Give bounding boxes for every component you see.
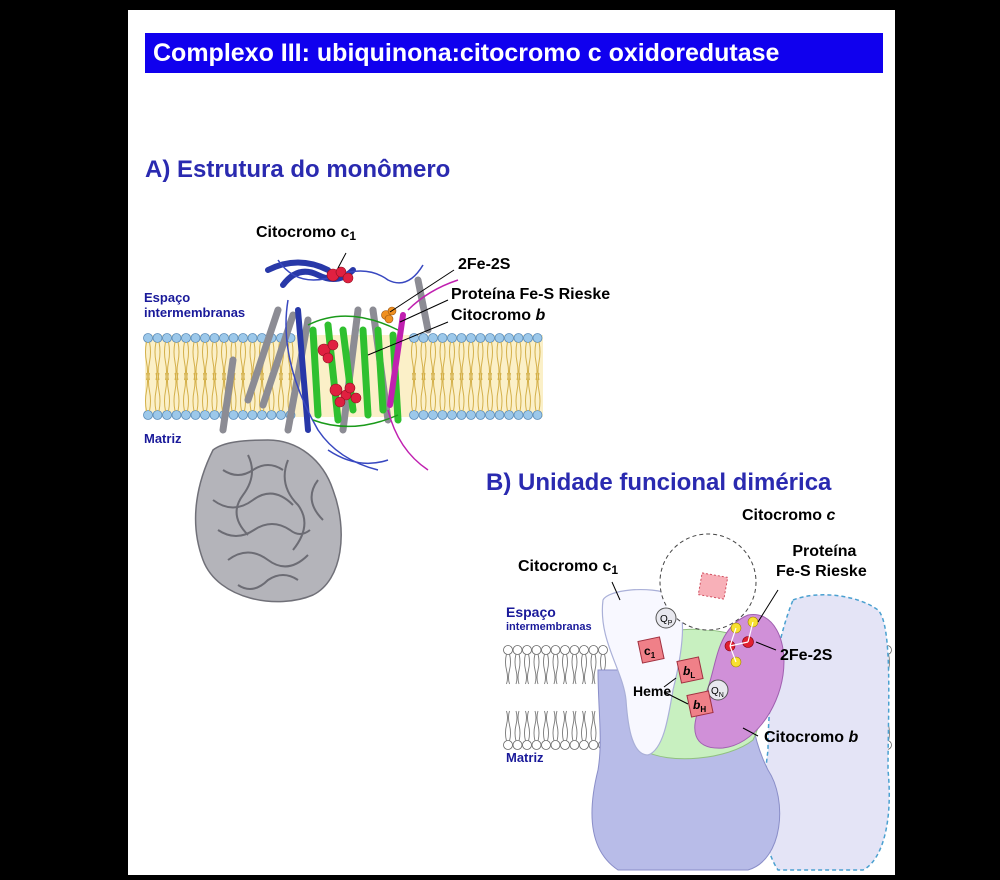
- label-b-cyt-b-italic: b: [848, 729, 859, 746]
- label-b-matriz: Matriz: [506, 750, 544, 765]
- label-a-cyt-b-italic: b: [535, 307, 546, 324]
- label-a-espaco: Espaço intermembranas: [144, 290, 245, 320]
- heading-b: B) Unidade funcional dimérica: [486, 469, 832, 496]
- heading-a: A) Estrutura do monômero: [145, 156, 451, 183]
- label-a-cyt-c1-text: Citocromo c: [256, 224, 350, 241]
- label-a-cytochrome-c1: Citocromo c1: [256, 224, 356, 243]
- label-b-espaco-line1: Espaço: [506, 604, 556, 620]
- label-b-cyt-b-text: Citocromo: [764, 729, 849, 746]
- label-a-espaco-line1: Espaço: [144, 290, 191, 305]
- label-b-rieske: Proteína Fe-S Rieske: [776, 542, 867, 582]
- label-b-cytochrome-c: Citocromo c: [742, 507, 835, 525]
- label-b-cyt-c-italic: c: [826, 507, 836, 524]
- heme-bh-label: bH: [693, 698, 706, 714]
- dimer-diagram-b: [591, 533, 891, 871]
- heme-bl-label: bL: [683, 664, 695, 680]
- label-a-2fe2s: 2Fe-2S: [458, 256, 511, 273]
- label-b-cyt-c1-text: Citocromo c: [518, 558, 612, 575]
- label-b-2fe2s: 2Fe-2S: [780, 647, 833, 664]
- label-b-cytochrome-c1: Citocromo c1: [518, 558, 618, 577]
- qp-label: QP: [660, 614, 673, 627]
- heme-c1-label: c1: [644, 644, 656, 660]
- label-a-cytochrome-b: Citocromo b: [451, 307, 545, 325]
- qn-label: QN: [711, 686, 724, 699]
- label-a-matriz: Matriz: [144, 431, 182, 446]
- label-b-espaco: Espaço intermembranas: [506, 605, 592, 635]
- label-b-cyt-c-text: Citocromo: [742, 507, 827, 524]
- label-a-rieske: Proteína Fe-S Rieske: [451, 286, 611, 303]
- figure-svg: QP QN c1 bL bH: [143, 252, 892, 871]
- label-b-heme: Heme: [633, 683, 672, 699]
- label-a-cyt-b-text: Citocromo: [451, 307, 536, 324]
- label-b-rieske-line1: Proteína: [792, 543, 857, 560]
- label-b-cyt-c1-sub: 1: [611, 563, 619, 577]
- label-b-rieske-line2: Fe-S Rieske: [776, 563, 867, 580]
- label-a-espaco-line2: intermembranas: [144, 305, 246, 320]
- label-a-cyt-c1-sub: 1: [349, 229, 357, 243]
- slide-title: Complexo III: ubiquinona:citocromo c oxi…: [145, 33, 883, 73]
- label-b-cytochrome-b: Citocromo b: [764, 729, 858, 747]
- slide: Complexo III: ubiquinona:citocromo c oxi…: [128, 10, 895, 875]
- protein-structure-a: [194, 252, 459, 603]
- label-b-espaco-line2: intermembranas: [506, 621, 592, 633]
